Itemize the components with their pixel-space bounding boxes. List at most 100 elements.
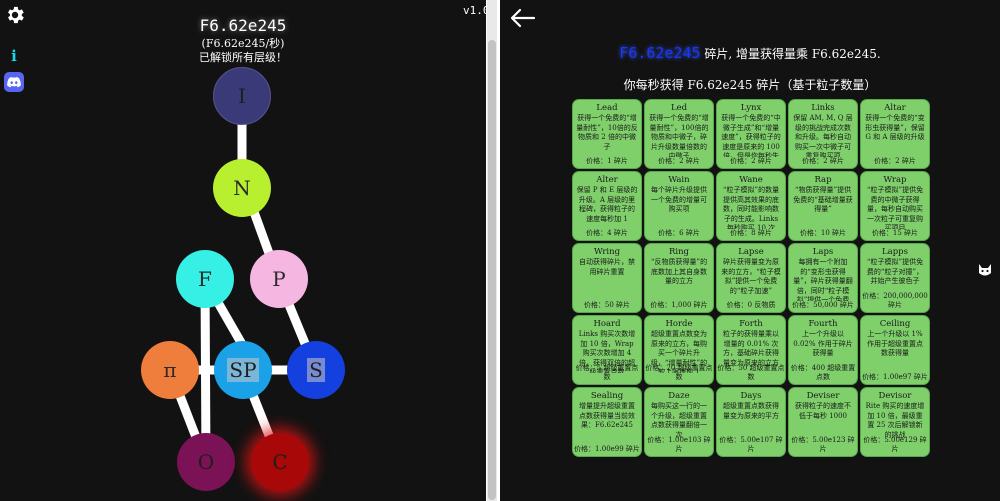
upgrade-price: 价格：5 超级重置点数 — [575, 364, 639, 381]
upgrade-price: 价格：1,000 碎片 — [650, 301, 708, 309]
upgrade-description: 每购买这一行的一个升级，超级重置点数获得量翻倍一次 — [651, 402, 707, 439]
upgrade-price: 价格：1.00e97 碎片 — [862, 373, 928, 381]
upgrade-description: 上一个升级以 0.02% 作用于碎片获得量 — [793, 330, 853, 357]
currency-rate: (F6.62e245/秒) — [201, 37, 285, 50]
layer-node-c[interactable]: C — [251, 433, 309, 491]
fragment-upgrades-panel: F6.62e245 碎片, 增量获得量乘 F6.62e245. 你每秒获得 F6… — [500, 0, 1000, 501]
upgrade-price: 价格：5.00e107 碎片 — [719, 436, 783, 453]
currency-amount: F6.62e245 — [199, 16, 287, 35]
upgrade-description: Rite 购买的速度增加 10 倍，最级重置 25 次后解锁新的挑战 — [865, 402, 925, 439]
upgrade-price: 价格：5.00e129 碎片 — [863, 436, 927, 453]
layer-node-pi[interactable]: π — [141, 341, 199, 399]
upgrade-name: Wain — [668, 175, 690, 185]
upgrade-price: 价格：1 碎片 — [586, 157, 628, 165]
upgrade-price: 价格：4 碎片 — [586, 229, 628, 237]
upgrade-card[interactable]: Wrap“粒子模拟”提供免费的中微子获得量，每秒自动购买一次粒子可重复购买项目价… — [860, 171, 930, 241]
upgrade-price: 价格：8 碎片 — [730, 229, 772, 237]
upgrade-description: “粒子模拟”的数量提供高其效果的底数，同时能影响数子的生成。Links 每秒购买… — [722, 186, 780, 229]
scrollbar-thumb[interactable] — [488, 40, 496, 500]
layer-node-s[interactable]: S — [287, 341, 345, 399]
upgrade-name: Led — [670, 103, 688, 113]
upgrade-description: 获得粒子的速度不低于每秒 1000 — [795, 402, 851, 420]
upgrade-card[interactable]: Ring“反物质获得量”的底数加上其自身数量的立方价格：1,000 碎片 — [644, 243, 714, 313]
upgrade-name: Lapps — [882, 247, 908, 257]
upgrade-name: Devisor — [878, 391, 912, 401]
upgrade-name: Lead — [596, 103, 618, 113]
upgrade-price: 价格：1.00e99 碎片 — [574, 445, 640, 453]
layer-node-i[interactable]: I — [213, 67, 271, 125]
upgrade-description: 获得一个免费的“中微子生成”和“增量速度”，获得粒子的速度是原来的 100 倍，… — [721, 114, 781, 157]
upgrade-price: 价格：200,000,000 碎片 — [862, 292, 928, 309]
layer-node-n[interactable]: N — [213, 159, 271, 217]
upgrade-card[interactable]: Rap“物质获得量”提供免费的“基础增量获得量”价格：10 碎片 — [788, 171, 858, 241]
layer-node-sp[interactable]: SP — [214, 341, 272, 399]
upgrade-description: 获得一个免费的“变形虫获得量”，保留 G 和 A 层级的升级 — [865, 114, 925, 141]
upgrade-price: 价格：1.00e103 碎片 — [647, 436, 711, 453]
layer-node-n-label: N — [233, 176, 251, 200]
info-icon[interactable]: i — [11, 47, 17, 65]
upgrade-card[interactable]: Lapps“粒子模拟”提供免费的“粒子对撞”，并始产生彼色子价格：200,000… — [860, 243, 930, 313]
upgrade-price: 价格：0 反物质 — [726, 301, 776, 309]
upgrade-name: Wane — [739, 175, 763, 185]
upgrade-description: 超级重置点数变为原来的立方，每购买一个碎片升级，“增量耐性”的软上限提前 1 — [650, 330, 708, 373]
layer-node-p[interactable]: P — [250, 250, 308, 308]
upgrade-description: “反物质获得量”的底数加上其自身数量的立方 — [650, 258, 708, 285]
upgrade-name: Alter — [596, 175, 618, 185]
upgrade-description: 保留 AM, M, Q 层级的挑战完成次数和升级。每秒自动购买一次中微子可重复购… — [793, 114, 853, 157]
layer-node-p-label: P — [272, 267, 286, 291]
layer-node-c-label: C — [272, 450, 288, 474]
upgrade-name: Forth — [739, 319, 763, 329]
upgrade-name: Days — [740, 391, 762, 401]
discord-icon[interactable] — [4, 72, 24, 92]
upgrade-name: Altar — [884, 103, 906, 113]
upgrade-description: “物质获得量”提供免费的“基础增量获得量” — [793, 186, 853, 213]
upgrade-card[interactable]: Wane“粒子模拟”的数量提供高其效果的底数，同时能影响数子的生成。Links … — [716, 171, 786, 241]
layer-node-o-label: O — [197, 450, 215, 474]
left-arrow-icon[interactable] — [510, 8, 536, 28]
upgrade-price: 价格：2 碎片 — [874, 157, 916, 165]
layer-node-i-label: I — [238, 84, 246, 108]
upgrade-name: Lynx — [740, 103, 762, 113]
settings-gear-icon[interactable] — [4, 4, 26, 26]
upgrade-price: 价格：50 碎片 — [583, 301, 631, 309]
cat-face-icon[interactable] — [977, 262, 993, 278]
upgrade-name: Hoard — [593, 319, 621, 329]
fragments-summary: F6.62e245 碎片, 增量获得量乘 F6.62e245. — [500, 44, 1000, 62]
layer-node-s-label: S — [307, 358, 325, 382]
upgrade-description: 增量提升超级重置点数获得量当前效果：F6.62e245 — [579, 402, 635, 429]
layer-node-o[interactable]: O — [177, 433, 235, 491]
layer-node-f[interactable]: F — [176, 250, 234, 308]
upgrade-price: 价格：20 超级重置点数 — [645, 364, 713, 381]
upgrade-description: “粒子模拟”提供免费的“粒子对撞”，并始产生彼色子 — [866, 258, 924, 285]
fragments-per-second: 你每秒获得 F6.62e245 碎片（基于粒子数量） — [623, 78, 877, 92]
upgrade-description: 获得一个免费的“增量耐性”，10倍的反物质和 2 倍的中微子 — [576, 114, 638, 151]
upgrade-name: Rap — [814, 175, 832, 185]
upgrade-description: 每个碎片升级提供一个免费的增量可购买项 — [651, 186, 707, 213]
upgrade-name: Ceiling — [879, 319, 911, 329]
upgrade-description: 上一个升级以 1% 作用于超级重置点数获得量 — [867, 330, 923, 357]
upgrade-name: Links — [811, 103, 835, 113]
version-label: v1.0 — [463, 4, 486, 17]
fragments-effect-text: 碎片, 增量获得量乘 F6.62e245. — [700, 47, 881, 61]
